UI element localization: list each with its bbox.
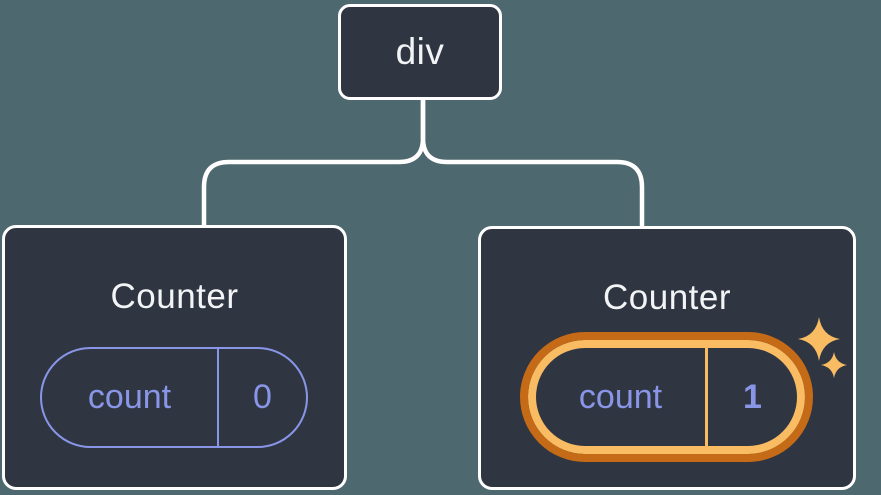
state-pill: count 0 xyxy=(40,347,308,448)
counter-card-right: Counter count 1 xyxy=(478,226,856,490)
root-node-label: div xyxy=(395,31,445,72)
connector-left-branch xyxy=(201,97,426,232)
counter-title: Counter xyxy=(110,277,239,316)
connector-right-branch xyxy=(420,97,645,232)
counter-card-left: Counter count 0 xyxy=(2,225,347,490)
tree-node-root: div xyxy=(338,4,502,100)
state-value-cell: 1 xyxy=(708,348,797,446)
state-key-cell: count xyxy=(42,349,219,446)
state-key-label: count xyxy=(87,378,172,416)
counter-title: Counter xyxy=(602,278,732,317)
sparkles-icon xyxy=(798,317,847,378)
state-key-label: count xyxy=(578,377,663,416)
state-pill-highlighted: count 1 xyxy=(520,332,813,462)
sparkle-small xyxy=(821,352,847,378)
state-value-cell: 0 xyxy=(219,349,306,446)
state-key-cell: count xyxy=(536,348,708,446)
state-value: 0 xyxy=(253,378,272,416)
sparkle-large xyxy=(798,317,840,361)
state-value: 1 xyxy=(743,377,762,416)
